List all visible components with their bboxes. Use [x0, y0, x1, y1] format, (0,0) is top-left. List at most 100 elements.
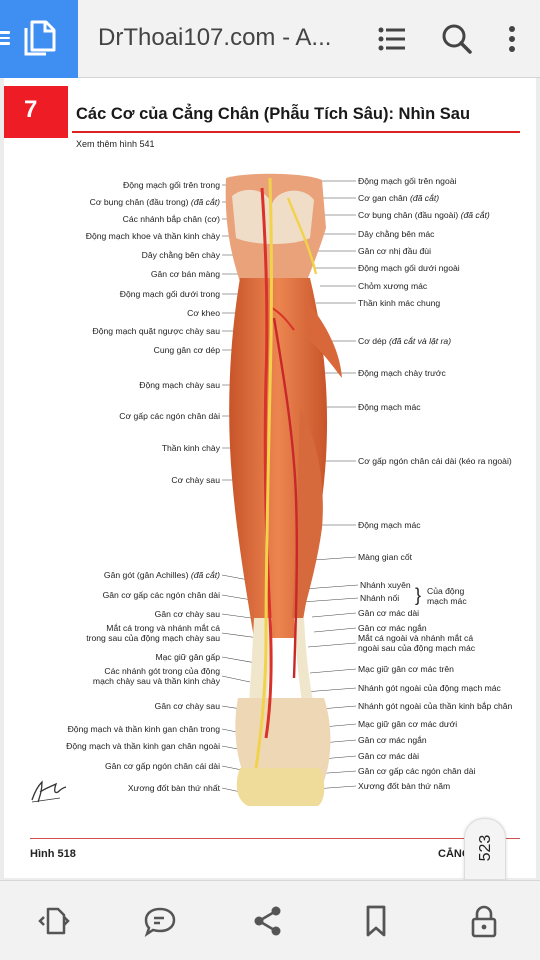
- page-number: 523: [477, 834, 494, 862]
- fibular-branch-group-label: } Của động mạch mác: [415, 585, 487, 606]
- label-text: Động mạch chày sau: [139, 380, 220, 390]
- label-left-5: Gân cơ bán màng: [151, 269, 220, 279]
- label-right-20: Nhánh gót ngoài của động mạch mác: [358, 683, 501, 693]
- label-right-6: Chỏm xương mác: [358, 281, 427, 291]
- label-left-3: Động mạch khoe và thần kinh chày: [86, 231, 220, 241]
- comment-edit-icon[interactable]: [142, 903, 178, 939]
- label-right-4: Gân cơ nhị đầu đùi: [358, 246, 431, 256]
- label-text: Gân cơ mác ngắn: [358, 735, 427, 745]
- document-page[interactable]: 7 Các Cơ của Cẳng Chân (Phẫu Tích Sâu): …: [4, 78, 536, 878]
- artist-signature: [31, 780, 67, 803]
- label-text: Mạc giữ gân cơ mác trên: [358, 664, 454, 674]
- label-left-22: Động mạch và thần kinh gan chân ngoài: [66, 741, 220, 751]
- label-text: Động mạch khoe và thần kinh chày: [85, 231, 220, 241]
- page-number-tab[interactable]: 523: [464, 818, 506, 880]
- leader-line: [313, 627, 357, 633]
- label-text: Màng gian cốt: [358, 552, 412, 562]
- label-text: Gân cơ gấp các ngón chân dài: [102, 590, 220, 600]
- label-text: Động mạch gối dưới trong: [119, 289, 220, 299]
- label-text: Mắt cá trong và nhánh mắt cá trong sau c…: [86, 623, 220, 643]
- label-left-14: Gân gót (gân Achilles) (đã cắt): [104, 570, 220, 580]
- app-bar: DrThoai107.com - A...: [0, 0, 540, 78]
- label-text: Mắt cá ngoài và nhánh mắt cá ngoài sau c…: [358, 633, 476, 653]
- soleus-flap: [304, 298, 342, 378]
- label-text: Xương đốt bàn thứ nhất: [127, 783, 220, 793]
- label-left-18: Mạc giữ gân gấp: [155, 652, 220, 662]
- label-right-3: Dây chằng bên mác: [358, 229, 434, 239]
- label-left-11: Cơ gấp các ngón chân dài: [119, 411, 220, 421]
- label-text: Mạc giữ gân gấp: [155, 652, 220, 662]
- label-text: Nhánh gót ngoài của động mạch mác: [358, 683, 501, 693]
- figure-rule: [30, 838, 520, 839]
- leader-line: [303, 687, 357, 693]
- label-text: Xương đốt bàn thứ năm: [358, 781, 451, 791]
- label-right-23: Gân cơ mác ngắn: [358, 735, 427, 745]
- label-left-8: Động mạch quặt ngược chày sau: [93, 326, 220, 336]
- label-right-26: Xương đốt bàn thứ năm: [358, 781, 450, 791]
- label-right-0: Động mạch gối trên ngoài: [358, 176, 456, 186]
- label-text: Dây chằng bên mác: [358, 229, 435, 239]
- foot-sole: [236, 768, 325, 806]
- app-title[interactable]: DrThoai107.com - A...: [98, 24, 332, 51]
- share-icon[interactable]: [250, 903, 286, 939]
- label-left-7: Cơ kheo: [187, 308, 220, 318]
- label-left-16: Gân cơ chày sau: [155, 609, 220, 619]
- label-text: Thần kinh chày: [161, 443, 220, 453]
- label-left-15: Gân cơ gấp các ngón chân dài: [103, 590, 220, 600]
- label-text: Động mạch gối trên ngoài: [358, 176, 457, 186]
- label-text: Gân gót (gân Achilles): [103, 570, 189, 580]
- label-text: Gân cơ mác ngắn: [358, 623, 427, 633]
- label-left-12: Thần kinh chày: [162, 443, 220, 453]
- label-text: Thần kinh mác chung: [358, 298, 441, 308]
- label-right-13: Màng gian cốt: [358, 552, 412, 562]
- bookmark-icon[interactable]: [358, 903, 394, 939]
- label-text: Động mạch mác: [358, 402, 421, 412]
- label-text: Cung gân cơ dép: [153, 345, 220, 355]
- label-text: Gân cơ gấp ngón chân cái dài: [104, 761, 220, 771]
- page-navigate-icon[interactable]: [36, 903, 72, 939]
- label-text: Gân cơ mác dài: [358, 608, 420, 618]
- label-left-10: Động mạch chày sau: [139, 380, 220, 390]
- list-icon[interactable]: [375, 22, 409, 56]
- leader-line: [311, 612, 357, 618]
- lateral-muscle: [292, 408, 323, 618]
- label-right-2: Cơ bụng chân (đầu ngoài) (đã cắt): [358, 210, 490, 220]
- ankle-region: [235, 698, 331, 790]
- label-text: Gân cơ gấp các ngón chân dài: [358, 766, 476, 776]
- label-note: (đã cắt): [458, 210, 490, 220]
- leader-line: [309, 668, 357, 674]
- lock-icon[interactable]: [466, 903, 502, 939]
- more-vert-icon[interactable]: [495, 22, 529, 56]
- label-text: Gân cơ bán màng: [150, 269, 220, 279]
- label-text: Các nhánh bắp chân (cơ): [122, 214, 220, 224]
- label-left-1: Cơ bụng chân (đầu trong) (đã cắt): [90, 197, 220, 207]
- label-text: Nhánh gót ngoài của thần kinh bắp chân: [358, 701, 513, 711]
- figure-number: Hình 518: [30, 848, 76, 860]
- label-right-19: Mạc giữ gân cơ mác trên: [358, 664, 454, 674]
- anterior-tibial-artery: [271, 307, 295, 331]
- menu-button[interactable]: [0, 0, 78, 78]
- search-icon[interactable]: [440, 22, 474, 56]
- label-right-17: Gân cơ mác ngắn: [358, 623, 427, 633]
- label-text: Cơ chày sau: [171, 475, 220, 485]
- label-right-5: Động mạch gối dưới ngoài: [358, 263, 460, 273]
- label-text: Động mạch và thần kinh gan chân ngoài: [66, 741, 220, 751]
- label-text: Cơ dép: [358, 336, 387, 346]
- label-right-9: Động mạch chày trước: [358, 368, 446, 378]
- label-right-24: Gân cơ mác dài: [358, 751, 419, 761]
- label-left-6: Động mạch gối dưới trong: [120, 289, 220, 299]
- label-text: Gân cơ mác dài: [358, 751, 420, 761]
- label-right-18: Mắt cá ngoài và nhánh mắt cá ngoài sau c…: [358, 633, 475, 653]
- label-right-10: Động mạch mác: [358, 402, 421, 412]
- lateral-tendons: [294, 618, 316, 718]
- leg-illustration: [221, 173, 359, 806]
- label-left-20: Gân cơ chày sau: [155, 701, 220, 711]
- leader-line: [221, 656, 257, 664]
- label-text: Chỏm xương mác: [358, 281, 428, 291]
- label-right-22: Mạc giữ gân cơ mác dưới: [358, 719, 457, 729]
- label-text: Nhánh nối: [360, 593, 400, 603]
- leader-line: [307, 642, 357, 648]
- label-left-2: Các nhánh bắp chân (cơ): [123, 214, 220, 224]
- label-right-21: Nhánh gót ngoài của thần kinh bắp chân: [358, 701, 512, 711]
